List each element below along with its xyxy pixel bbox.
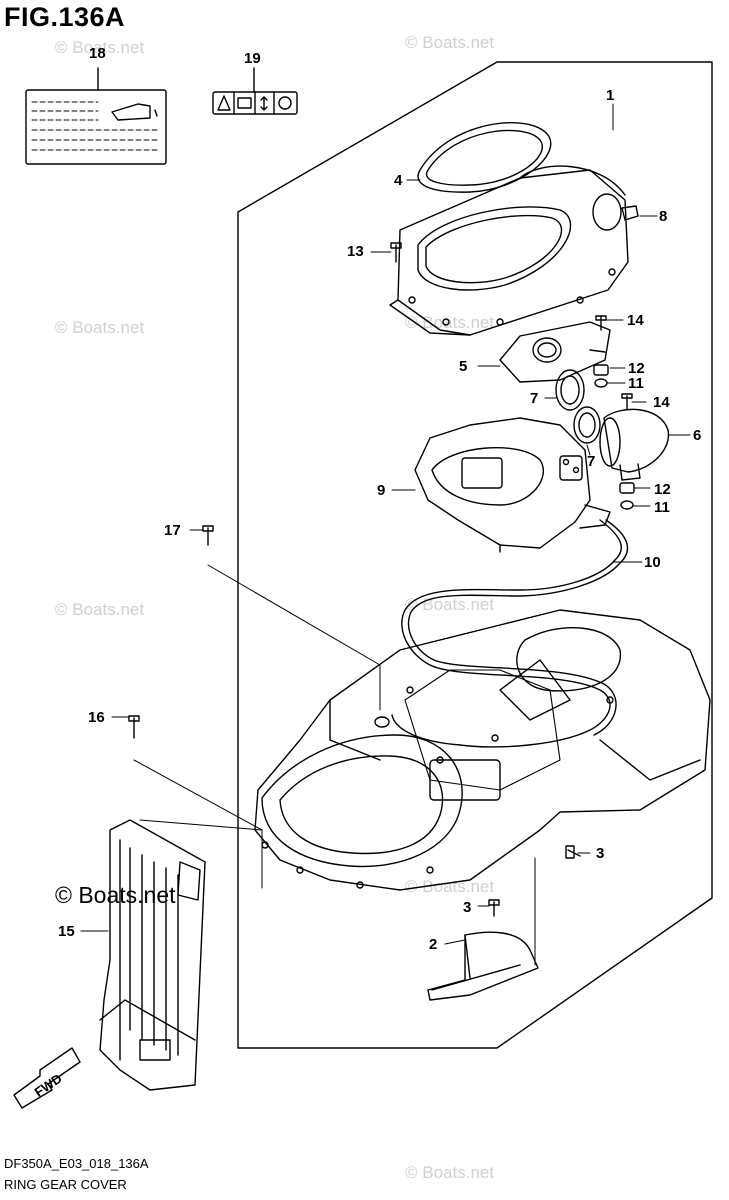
fwd-arrow-icon <box>13 1047 81 1109</box>
callout-3a: 3 <box>596 845 605 862</box>
ring-gear-cover-case <box>254 609 711 891</box>
watermark-dark: © Boats.net <box>55 882 176 908</box>
figure-title: FIG.136A <box>4 2 126 32</box>
watermark: © Boats.net <box>405 1163 495 1182</box>
part-9-guide-housing <box>414 417 611 553</box>
watermark: © Boats.net <box>55 38 145 57</box>
figure-caption: RING GEAR COVER <box>4 1177 127 1192</box>
callout-16: 16 <box>88 709 105 726</box>
callout-14b: 14 <box>653 394 670 411</box>
callout-13: 13 <box>347 243 364 260</box>
callout-1: 1 <box>606 87 615 104</box>
callout-12a: 12 <box>628 360 645 377</box>
part-10-seal-gasket <box>391 519 629 748</box>
part-3-bolt-a <box>565 845 581 859</box>
watermark: © Boats.net <box>405 877 495 896</box>
part-6-cap <box>599 408 670 481</box>
part-12-grommet-lower <box>619 482 635 494</box>
part-2-guide-plate <box>427 931 539 1001</box>
part-11-washer-upper <box>594 378 608 388</box>
callout-19: 19 <box>244 50 261 67</box>
callout-7a: 7 <box>530 390 539 407</box>
callout-9: 9 <box>377 482 386 499</box>
part-13-bolt <box>390 242 402 263</box>
watermark: © Boats.net <box>405 33 495 52</box>
figure-code: DF350A_E03_018_136A <box>4 1156 149 1171</box>
callout-10: 10 <box>644 554 661 571</box>
callout-15: 15 <box>58 923 75 940</box>
part-4-top-gasket <box>417 122 552 193</box>
callout-leaders <box>80 103 691 945</box>
callout-18: 18 <box>89 45 106 62</box>
part-1-silencer-cover <box>389 165 629 336</box>
callout-7b: 7 <box>587 453 596 470</box>
assembly-boundary <box>237 61 713 1049</box>
part-15-side-cover <box>99 819 206 1091</box>
part-14-bolt-lower <box>621 393 633 411</box>
callout-11b: 11 <box>654 499 670 516</box>
part-16-bolt <box>128 715 140 739</box>
part-5-duct <box>499 321 611 383</box>
callout-8: 8 <box>659 208 668 225</box>
info-label-icon <box>25 67 167 165</box>
part-17-bolt <box>202 525 214 546</box>
part-3-bolt-b <box>488 899 500 917</box>
part-12-grommet-upper <box>593 364 609 376</box>
part-11-washer-lower <box>620 500 634 510</box>
warning-label-icon <box>212 67 298 115</box>
watermark: © Boats.net <box>55 318 145 337</box>
callout-6: 6 <box>693 427 702 444</box>
callout-2: 2 <box>429 936 438 953</box>
watermark: © Boats.net <box>55 600 145 619</box>
part-8-clip <box>621 205 639 221</box>
callout-5: 5 <box>459 358 468 375</box>
callout-3b: 3 <box>463 899 472 916</box>
callout-17: 17 <box>164 522 181 539</box>
part-7-seal-ring-b <box>573 406 601 444</box>
callout-4: 4 <box>394 172 403 189</box>
part-7-seal-ring-a <box>555 369 585 411</box>
callout-12b: 12 <box>654 481 671 498</box>
callout-14a: 14 <box>627 312 644 329</box>
callout-11a: 11 <box>628 375 644 392</box>
